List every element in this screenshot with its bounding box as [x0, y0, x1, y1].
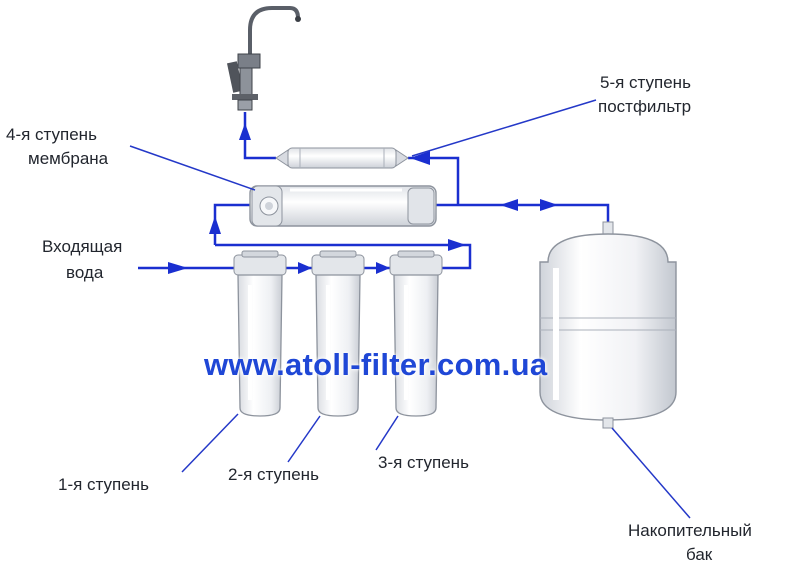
leader-stage1: [181, 413, 239, 473]
stage4-label-line1: 4-я ступень: [6, 125, 97, 144]
pipe-membrane-left: [213, 203, 254, 245]
stage2-label: 2-я ступень: [228, 465, 319, 484]
leader-stage4: [129, 145, 256, 191]
watermark-url: www.atoll-filter.com.ua: [204, 347, 548, 382]
pipe-return: [215, 243, 472, 270]
inlet-label-line2: вода: [66, 263, 104, 282]
stage3-label: 3-я ступень: [378, 453, 469, 472]
pipe-to-faucet: [243, 112, 276, 160]
postfilter-cartridge: [275, 147, 409, 169]
stage2-housing: [311, 250, 365, 417]
stage5-label-line1: 5-я ступень: [600, 73, 691, 92]
stage3-housing: [389, 250, 443, 417]
leader-stage5: [411, 99, 597, 157]
stage1-housing: [233, 250, 287, 417]
pipe-to-tank: [436, 203, 610, 222]
stage1-label: 1-я ступень: [58, 475, 149, 494]
storage-tank: [539, 221, 677, 429]
leader-tank: [611, 427, 691, 519]
leader-stage3: [375, 415, 399, 451]
tank-label-line2: бак: [686, 545, 713, 564]
faucet: [226, 6, 301, 111]
inlet-label-line1: Входящая: [42, 237, 123, 256]
leader-lines: [129, 99, 691, 519]
stage4-label-line2: мембрана: [28, 149, 109, 168]
leader-stage2: [287, 415, 321, 463]
flow-arrows: [168, 123, 558, 274]
membrane-housing: [249, 185, 437, 227]
stage5-label-line2: постфильтр: [598, 97, 692, 116]
tank-label-line1: Накопительный: [628, 521, 752, 540]
